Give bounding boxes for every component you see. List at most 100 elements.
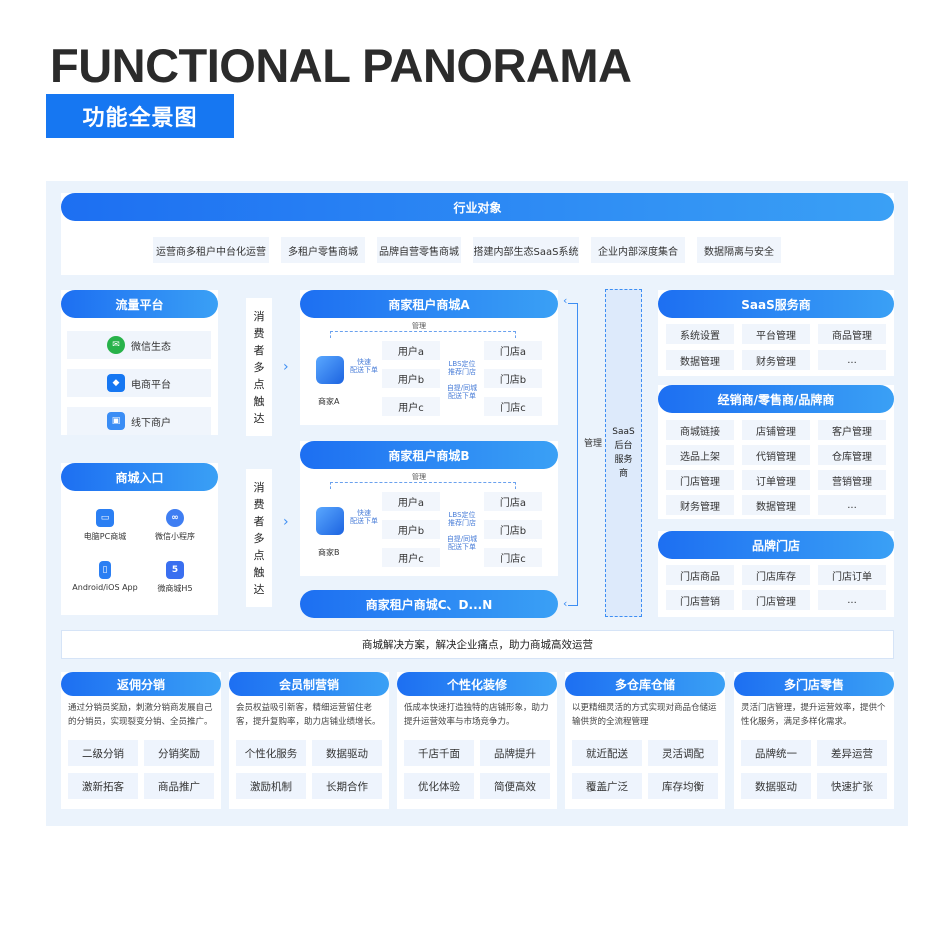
tenant-b-title: 商家租户商城B xyxy=(300,441,558,469)
user-box: 用户c xyxy=(382,548,440,567)
grid-item: 平台管理 xyxy=(742,324,810,344)
feature-tag: 数据驱动 xyxy=(741,773,811,799)
feature-card: 会员制营销 会员权益吸引新客，精细运营留住老客，提升复购率，助力店铺业绩增长。 … xyxy=(229,672,389,809)
feature-card: 多门店零售 灵活门店管理，提升运营效率，提供个性化服务，满足多样化需求。 品牌统… xyxy=(734,672,894,809)
entry-h5: 5 微商城H5 xyxy=(145,561,205,594)
grid-item: 商品管理 xyxy=(818,324,886,344)
feature-tag: 库存均衡 xyxy=(648,773,718,799)
grid-item: 门店营销 xyxy=(666,590,734,610)
entry-miniprogram: ∞ 微信小程序 xyxy=(145,509,205,542)
traffic-item-label: 电商平台 xyxy=(131,379,171,391)
lbs-label: LBS定位 推荐门店 xyxy=(448,360,476,376)
grid-item: 门店库存 xyxy=(742,565,810,585)
grid-item: 订单管理 xyxy=(742,470,810,490)
saas-service-title: SaaS服务商 xyxy=(658,290,894,318)
feature-tag: 差异运营 xyxy=(817,740,887,766)
industry-item: 搭建内部生态SaaS系统 xyxy=(473,237,579,263)
dealer-grid: 商城链接 店铺管理 客户管理 选品上架 代销管理 仓库管理 门店管理 订单管理 … xyxy=(666,420,886,515)
feature-card: 多仓库仓储 以更精细灵活的方式实现对商品仓储运输供货的全流程管理 就近配送 灵活… xyxy=(565,672,725,809)
industry-item: 运营商多租户中台化运营 xyxy=(153,237,269,263)
entry-app: ▯ Android/iOS App xyxy=(69,561,141,592)
saas-service-card: SaaS服务商 系统设置 平台管理 商品管理 数据管理 财务管理 ... xyxy=(658,290,894,376)
chevron-right-icon: › xyxy=(283,514,289,530)
traffic-item-label: 线下商户 xyxy=(131,417,171,429)
grid-item: 仓库管理 xyxy=(818,445,886,465)
grid-item: 客户管理 xyxy=(818,420,886,440)
industry-item: 企业内部深度集合 xyxy=(591,237,685,263)
brand-store-card: 品牌门店 门店商品 门店库存 门店订单 门店营销 门店管理 ... xyxy=(658,531,894,617)
saas-manage-label: 管理 xyxy=(584,439,603,449)
tenant-cdn-title: 商家租户商城C、D...N xyxy=(300,590,558,618)
feature-tag: 激新拓客 xyxy=(68,773,138,799)
store-box: 门店b xyxy=(484,369,542,388)
merchant-icon xyxy=(316,507,344,535)
traffic-item-ecommerce: ◆ 电商平台 xyxy=(67,369,211,397)
feature-tag: 品牌提升 xyxy=(480,740,550,766)
feature-desc: 灵活门店管理，提升运营效率，提供个性化服务，满足多样化需求。 xyxy=(741,703,886,727)
industry-item: 多租户零售商城 xyxy=(281,237,365,263)
page-title-cn: 功能全景图 xyxy=(46,94,234,138)
user-box: 用户b xyxy=(382,520,440,539)
feature-tag: 数据驱动 xyxy=(312,740,382,766)
traffic-item-offline: ▣ 线下商户 xyxy=(67,407,211,435)
manage-line xyxy=(330,331,516,338)
mall-entry-title: 商城入口 xyxy=(61,463,218,491)
industry-item: 品牌自营零售商城 xyxy=(377,237,461,263)
grid-item: 门店订单 xyxy=(818,565,886,585)
grid-item: 营销管理 xyxy=(818,470,886,490)
grid-item: 数据管理 xyxy=(666,350,734,370)
chevron-right-icon: › xyxy=(283,359,289,375)
feature-tag: 优化体验 xyxy=(404,773,474,799)
grid-item: ... xyxy=(818,590,886,610)
traffic-item-wechat: ✉ 微信生态 xyxy=(67,331,211,359)
merchant-icon xyxy=(316,356,344,384)
grid-item: 代销管理 xyxy=(742,445,810,465)
manage-line xyxy=(330,482,516,489)
page-title-en: FUNCTIONAL PANORAMA xyxy=(50,39,632,92)
grid-item: 门店商品 xyxy=(666,565,734,585)
feature-title: 多门店零售 xyxy=(734,672,894,696)
html5-icon: 5 xyxy=(166,561,184,579)
saas-service-grid: 系统设置 平台管理 商品管理 数据管理 财务管理 ... xyxy=(666,324,886,370)
store-box: 门店b xyxy=(484,520,542,539)
dealer-card: 经销商/零售商/品牌商 商城链接 店铺管理 客户管理 选品上架 代销管理 仓库管… xyxy=(658,385,894,519)
touch-column-1: 消费者多点触达 xyxy=(246,298,272,436)
feature-card: 返佣分销 通过分销员奖励，刺激分销商发展自己的分销员，实现裂变分销、全员推广。 … xyxy=(61,672,221,809)
touch-column-2: 消费者多点触达 xyxy=(246,469,272,607)
user-box: 用户a xyxy=(382,492,440,511)
traffic-card: 流量平台 ✉ 微信生态 ◆ 电商平台 ▣ 线下商户 xyxy=(61,290,218,435)
traffic-item-label: 微信生态 xyxy=(131,341,171,353)
fast-delivery-label: 快速 配送下单 xyxy=(350,509,378,525)
store-box: 门店a xyxy=(484,341,542,360)
grid-item: 门店管理 xyxy=(742,590,810,610)
merchant-label: 商家A xyxy=(318,397,340,406)
tenant-a-title: 商家租户商城A xyxy=(300,290,558,318)
brand-store-grid: 门店商品 门店库存 门店订单 门店营销 门店管理 ... xyxy=(666,565,886,610)
traffic-title: 流量平台 xyxy=(61,290,218,318)
entry-label: 电脑PC商城 xyxy=(83,532,127,541)
grid-item: 店铺管理 xyxy=(742,420,810,440)
user-box: 用户b xyxy=(382,369,440,388)
feature-tag: 长期合作 xyxy=(312,773,382,799)
features-row: 返佣分销 通过分销员奖励，刺激分销商发展自己的分销员，实现裂变分销、全员推广。 … xyxy=(61,664,894,814)
solution-bar: 商城解决方案，解决企业痛点，助力商城高效运营 xyxy=(61,630,894,659)
saas-backend-text: SaaS后台服务商 xyxy=(612,427,635,479)
fast-delivery-label: 快速 配送下单 xyxy=(350,358,378,374)
grid-item: 数据管理 xyxy=(742,495,810,515)
feature-tag: 简便高效 xyxy=(480,773,550,799)
feature-title: 多仓库仓储 xyxy=(565,672,725,696)
feature-tag: 二级分销 xyxy=(68,740,138,766)
store-box: 门店a xyxy=(484,492,542,511)
entry-label: 微商城H5 xyxy=(157,584,193,593)
feature-tag: 覆盖广泛 xyxy=(572,773,642,799)
mini-program-icon: ∞ xyxy=(166,509,184,527)
store-box: 门店c xyxy=(484,397,542,416)
pickup-label: 自提/同城 配送下单 xyxy=(446,535,478,551)
merchant-label: 商家B xyxy=(318,548,340,557)
mall-entry-card: 商城入口 ▭ 电脑PC商城 ∞ 微信小程序 ▯ Android/iOS App … xyxy=(61,463,218,615)
feature-tag: 千店千面 xyxy=(404,740,474,766)
grid-item: ... xyxy=(818,495,886,515)
entry-pc: ▭ 电脑PC商城 xyxy=(75,509,135,542)
shopping-bag-icon: ◆ xyxy=(107,374,125,392)
saas-backend-box: SaaS后台服务商 xyxy=(605,289,642,617)
